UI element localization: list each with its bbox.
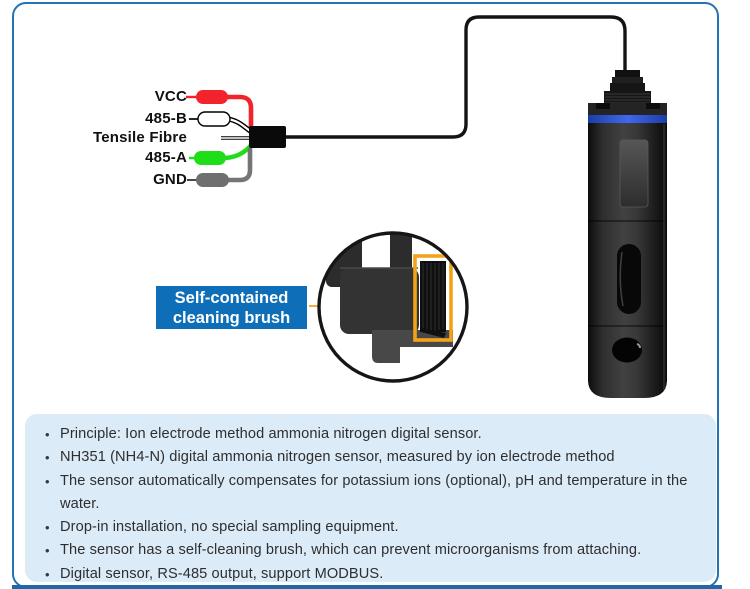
wire-label-gnd: GND	[153, 171, 187, 188]
sensor-cable	[286, 15, 627, 139]
feature-item: NH351 (NH4-N) digital ammonia nitrogen s…	[43, 446, 702, 470]
gnd-connector	[196, 173, 229, 187]
page-bottom-bar	[12, 585, 722, 589]
wire-label-485-a: 485-A	[145, 149, 187, 166]
magnifier-circle-border	[317, 231, 469, 383]
feature-list: Principle: Ion electrode method ammonia …	[43, 423, 702, 586]
wire-label-485-b: 485-B	[145, 110, 187, 127]
feature-item: The sensor automatically compensates for…	[43, 470, 702, 517]
feature-list-panel: Principle: Ion electrode method ammonia …	[25, 414, 716, 586]
brush-highlight-box	[413, 254, 453, 342]
feature-item: Digital sensor, RS-485 output, support M…	[43, 563, 702, 587]
sensor-label-window	[619, 139, 649, 208]
sensor-hole	[612, 337, 642, 363]
sensor-product-image	[588, 70, 667, 398]
feature-item: Drop-in installation, no special samplin…	[43, 516, 702, 540]
485b-connector	[197, 111, 231, 127]
sensor-cable-nut	[610, 83, 645, 92]
callout-line1: Self-contained	[174, 289, 289, 307]
feature-item: The sensor has a self-cleaning brush, wh…	[43, 539, 702, 563]
feature-item: Principle: Ion electrode method ammonia …	[43, 423, 702, 447]
pin-wires	[221, 94, 255, 183]
cleaning-brush-callout: Self-contained cleaning brush	[156, 286, 307, 329]
magnified-cleaning-brush	[420, 261, 446, 338]
485a-connector	[194, 151, 226, 165]
pin-leader-lines	[186, 95, 203, 181]
vcc-connector	[196, 90, 228, 104]
brush-magnifier-inset	[317, 231, 469, 383]
wire-label-tensile-fibre: Tensile Fibre	[92, 129, 187, 146]
callout-line2: cleaning brush	[172, 309, 291, 327]
wire-label-vcc: VCC	[154, 88, 187, 105]
sensor-blue-band	[588, 115, 667, 124]
pin-connectors	[194, 90, 231, 187]
cable-junction-block	[249, 126, 286, 148]
sensor-slot	[617, 244, 641, 314]
